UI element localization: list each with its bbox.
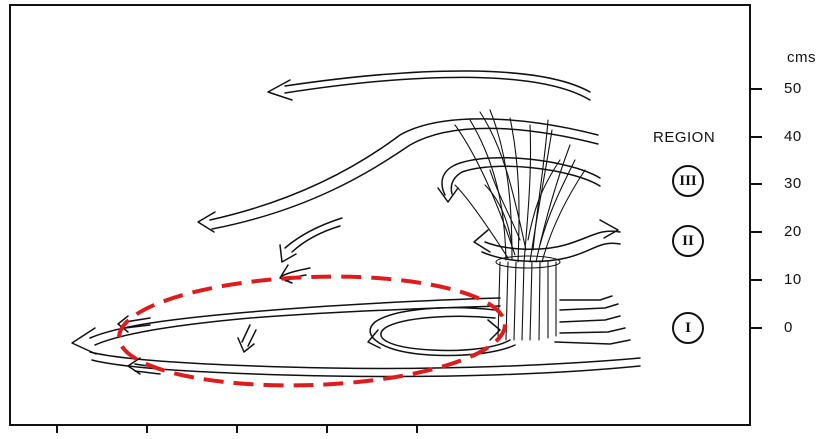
region-ii-marker: II: [672, 225, 704, 257]
scale-tick-label: 0: [784, 319, 793, 336]
highlight-ellipse: [117, 270, 507, 391]
scale-tick-label: 30: [784, 175, 802, 192]
upper-outflow-arrow: [268, 71, 590, 100]
bottom-axis-ticks: [57, 425, 417, 433]
scale-unit: cms: [787, 49, 816, 66]
scale-tick-label: 20: [784, 223, 802, 240]
scale-ticks: [750, 89, 762, 328]
recirculation-loop: [368, 308, 515, 356]
scale-tick-label: 40: [784, 128, 802, 145]
region2-ring-arrow: [474, 220, 620, 261]
scale-tick-label: 10: [784, 271, 802, 288]
inflow-arrows: [555, 296, 630, 344]
region-i-marker: I: [672, 312, 704, 344]
region-iii-marker: III: [672, 165, 704, 197]
region1-loop-arrow: [72, 298, 640, 377]
fragment-arrow-1: [280, 218, 342, 262]
region-title: REGION: [653, 129, 715, 146]
frame-border: [10, 5, 750, 425]
scale-tick-label: 50: [784, 80, 802, 97]
plume: [455, 110, 585, 262]
